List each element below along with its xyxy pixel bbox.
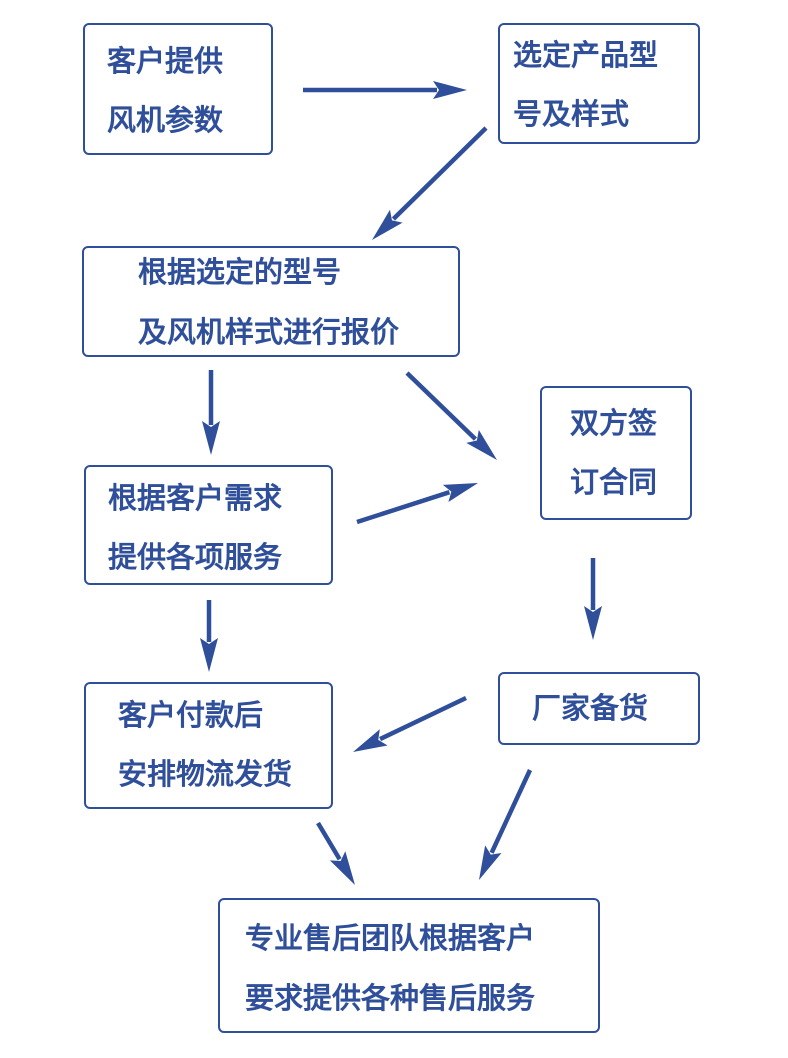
- arrow-quote-to-sign_contract: [405, 371, 497, 460]
- arrow-shaft: [379, 695, 467, 742]
- node-services: 根据客户需求 提供各项服务: [84, 465, 333, 585]
- arrow-select_model-to-quote: [372, 126, 488, 240]
- node-text-line: 号及样式: [513, 97, 630, 131]
- arrow-sign_contract-to-factory_stock: [584, 558, 602, 640]
- node-factory-stock: 厂家备货: [498, 672, 700, 745]
- arrow-head: [200, 638, 218, 672]
- node-text-line: 客户提供: [107, 44, 224, 78]
- arrow-head: [329, 851, 355, 885]
- node-customer-params: 客户提供 风机参数: [83, 23, 273, 155]
- arrow-shaft: [391, 126, 488, 221]
- node-text-line: 双方签: [570, 406, 658, 440]
- arrow-customer_params-to-select_model: [303, 81, 467, 99]
- node-text-line: 厂家备货: [532, 691, 649, 725]
- node-select-model: 选定产品型 号及样式: [498, 23, 700, 144]
- arrow-quote-to-services: [202, 370, 220, 455]
- arrow-shaft: [405, 371, 477, 441]
- node-text-line: 订合同: [570, 465, 658, 499]
- arrow-head: [584, 606, 602, 640]
- node-text-line: 根据客户需求: [108, 481, 283, 515]
- arrow-head: [442, 483, 478, 502]
- arrow-shaft: [316, 821, 342, 861]
- arrow-shaft: [356, 490, 451, 525]
- node-text-line: 要求提供各种售后服务: [245, 981, 536, 1015]
- node-after-sales: 专业售后团队根据客户 要求提供各种售后服务: [218, 898, 600, 1033]
- arrow-head: [433, 81, 467, 99]
- arrow-services-to-payment_shipping: [200, 600, 218, 672]
- node-text-line: 专业售后团队根据客户: [245, 921, 536, 955]
- node-text-line: 安排物流发货: [118, 757, 293, 791]
- arrow-factory_stock-to-after_sales: [479, 769, 533, 880]
- node-sign-contract: 双方签 订合同: [540, 386, 692, 520]
- arrow-head: [372, 209, 403, 240]
- node-text-line: 选定产品型: [513, 38, 659, 72]
- arrow-factory_stock-to-payment_shipping: [353, 695, 467, 752]
- node-text-line: 及风机样式进行报价: [138, 315, 400, 349]
- node-text-line: 提供各项服务: [108, 540, 283, 574]
- arrow-head: [353, 729, 388, 752]
- node-text-line: 根据选定的型号: [138, 255, 342, 289]
- node-payment-shipping: 客户付款后 安排物流发货: [84, 682, 333, 809]
- arrow-head: [466, 429, 497, 460]
- node-text-line: 风机参数: [107, 103, 224, 137]
- arrow-services-to-sign_contract: [356, 483, 478, 525]
- node-quote: 根据选定的型号 及风机样式进行报价: [82, 246, 460, 357]
- arrow-payment_shipping-to-after_sales: [316, 821, 355, 885]
- arrow-shaft: [489, 769, 533, 854]
- arrow-head: [479, 845, 502, 880]
- node-text-line: 客户付款后: [118, 698, 264, 732]
- arrow-head: [202, 421, 220, 455]
